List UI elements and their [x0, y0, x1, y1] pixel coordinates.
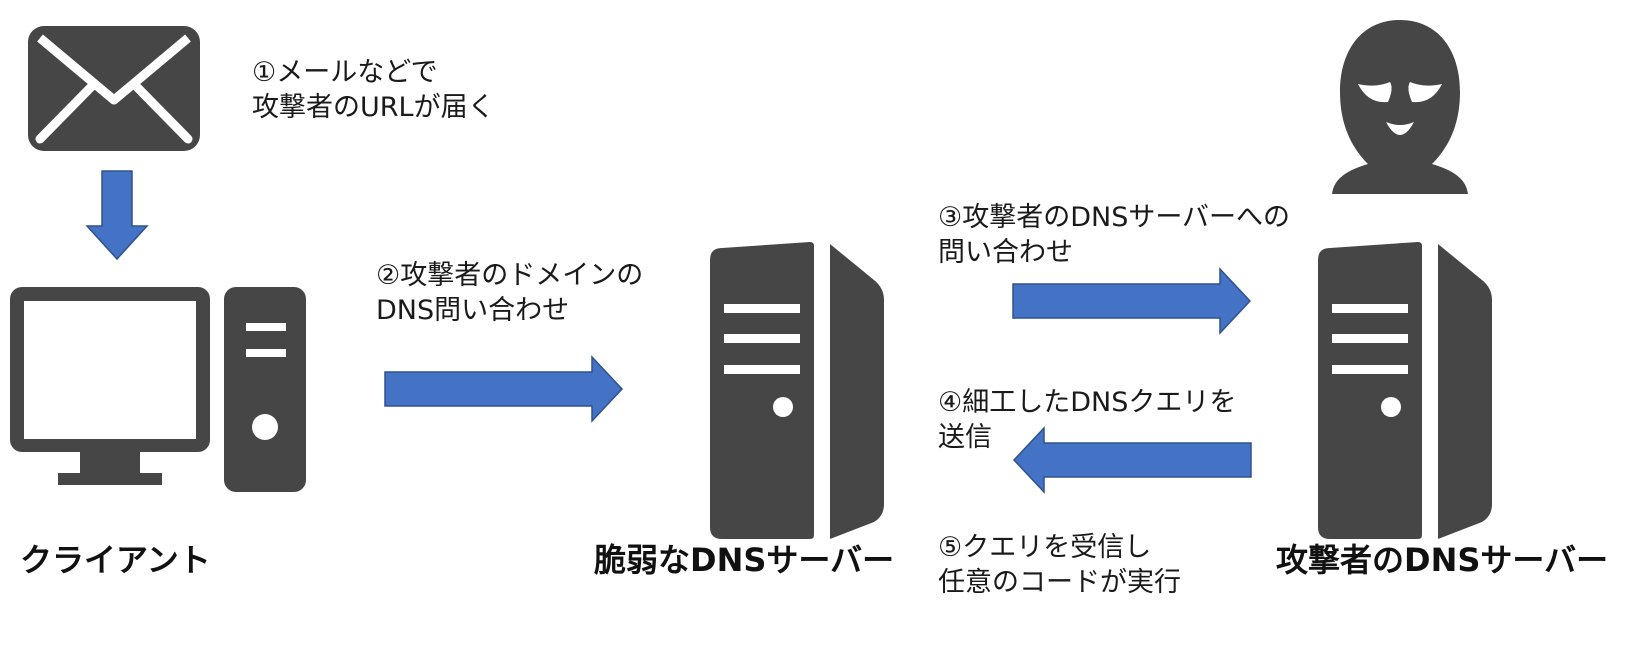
- arrow-down-mail-to-client: [85, 170, 149, 261]
- attacker-dns-label: 攻撃者のDNSサーバー: [1276, 541, 1609, 579]
- server-tower-icon: [710, 242, 884, 539]
- masked-attacker-icon: [1332, 20, 1468, 194]
- step5-line1: ⑤クエリを受信し: [938, 532, 1152, 563]
- step4-text: ④細工したDNSクエリを 送信: [938, 385, 1236, 455]
- client-label: クライアント: [20, 541, 211, 579]
- arrow-right-client-to-dns: [384, 355, 624, 423]
- step2-line2: DNS問い合わせ: [376, 295, 570, 326]
- envelope-icon: [28, 26, 200, 151]
- server-tower-icon: [1318, 242, 1492, 539]
- step4-line1: ④細工したDNSクエリを: [938, 387, 1237, 418]
- vulnerable-dns-label: 脆弱なDNSサーバー: [594, 541, 895, 579]
- step5-text: ⑤クエリを受信し 任意のコードが実行: [938, 530, 1181, 600]
- step2-line1: ②攻撃者のドメインの: [376, 260, 644, 291]
- desktop-computer-icon: [10, 287, 306, 492]
- step1-text: ①メールなどで 攻撃者のURLが届く: [252, 55, 495, 125]
- step4-line2: 送信: [938, 422, 992, 453]
- step3-line1: ③攻撃者のDNSサーバーへの: [938, 202, 1291, 233]
- step3-text: ③攻撃者のDNSサーバーへの 問い合わせ: [938, 200, 1290, 270]
- step1-line1: ①メールなどで: [252, 57, 438, 88]
- arrow-right-to-attacker-dns: [1012, 267, 1252, 335]
- step3-line2: 問い合わせ: [938, 237, 1073, 268]
- step1-line2: 攻撃者のURLが届く: [252, 92, 495, 123]
- arrow-left-to-vulnerable-dns: [1012, 426, 1252, 494]
- step5-line2: 任意のコードが実行: [938, 567, 1181, 598]
- step2-text: ②攻撃者のドメインの DNS問い合わせ: [376, 258, 643, 328]
